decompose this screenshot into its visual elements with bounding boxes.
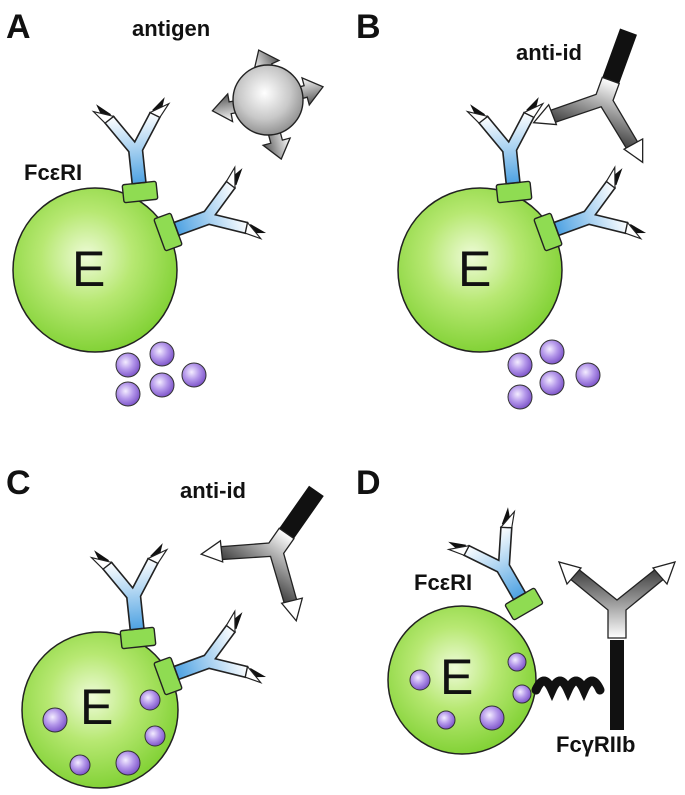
anti-id-label-c: anti-id — [180, 478, 246, 503]
panel-b-letter: B — [356, 8, 381, 46]
granules-d — [409, 652, 532, 731]
panel-c-letter: C — [6, 464, 31, 502]
antigen — [209, 43, 328, 164]
fcgr-receptor — [531, 640, 624, 730]
fcer-label-a: FcεRI — [24, 160, 82, 185]
antigen-label: antigen — [132, 16, 210, 41]
fcgr-label: FcγRIIb — [556, 732, 635, 757]
panel-a-letter: A — [6, 8, 31, 46]
panel-d-letter: D — [356, 464, 381, 502]
fcer-label-d: FcεRI — [414, 570, 472, 595]
cell-c — [21, 631, 179, 789]
cell-b — [397, 187, 563, 353]
cell-d-label: E — [440, 649, 473, 705]
panel-d: D E FcεRI FcγRIIb — [356, 464, 677, 757]
anti-id-b — [533, 11, 684, 163]
cell-a — [12, 187, 178, 353]
panel-a: A antigen E FcεRI — [6, 8, 328, 407]
cell-b-label: E — [458, 241, 491, 297]
cell-a-label: E — [72, 241, 105, 297]
granules-a — [115, 341, 207, 407]
anti-id-label-b: anti-id — [516, 40, 582, 65]
panel-b: B anti-id E — [356, 8, 684, 410]
anti-id-d — [557, 561, 677, 639]
granules-c — [42, 689, 166, 776]
cell-c-label: E — [80, 679, 113, 735]
granules-b — [507, 339, 601, 410]
panel-c: C anti-id E — [6, 456, 365, 789]
